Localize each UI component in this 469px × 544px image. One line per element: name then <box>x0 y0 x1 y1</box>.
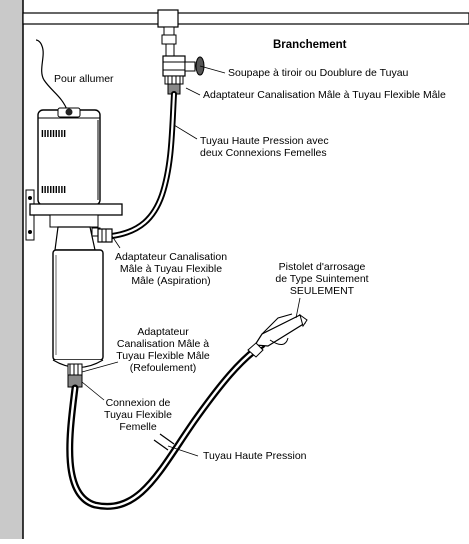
discharge-hose <box>66 341 266 510</box>
label-pistolet: Pistolet d'arrosage de Type Suintement S… <box>275 261 369 297</box>
label-tuyau-hp: Tuyau Haute Pression <box>203 450 307 462</box>
grease-gun <box>247 313 308 358</box>
pump-housing <box>49 214 113 388</box>
pump-motor: IIIIIIIII IIIIIIIII <box>37 107 101 206</box>
main-pipe <box>22 9 469 45</box>
label-tuyau-hp-connexions: Tuyau Haute Pression avec deux Connexion… <box>200 135 329 159</box>
label-pour-allumer: Pour allumer <box>54 73 114 85</box>
suction-inlet-fitting <box>97 228 113 243</box>
motor-vent-top: IIIIIIIII <box>41 129 66 140</box>
upper-hose <box>109 91 177 239</box>
leader-lines <box>81 65 301 457</box>
power-cord <box>35 39 69 113</box>
motor-vent-bottom: IIIIIIIII <box>41 185 66 196</box>
valve-assembly <box>162 43 205 95</box>
label-branchement: Branchement <box>273 39 347 51</box>
label-adaptateur-flexible-top: Adaptateur Canalisation Mâle à Tuyau Fle… <box>203 89 446 101</box>
label-connexion-flexible: Connexion de Tuyau Flexible Femelle <box>104 397 172 433</box>
label-adaptateur-refoulement: Adaptateur Canalisation Mâle à Tuyau Fle… <box>116 326 210 374</box>
wall <box>0 0 23 539</box>
label-adaptateur-aspiration: Adaptateur Canalisation Mâle à Tuyau Fle… <box>114 251 228 287</box>
label-soupape: Soupape à tiroir ou Doublure de Tuyau <box>228 67 409 79</box>
